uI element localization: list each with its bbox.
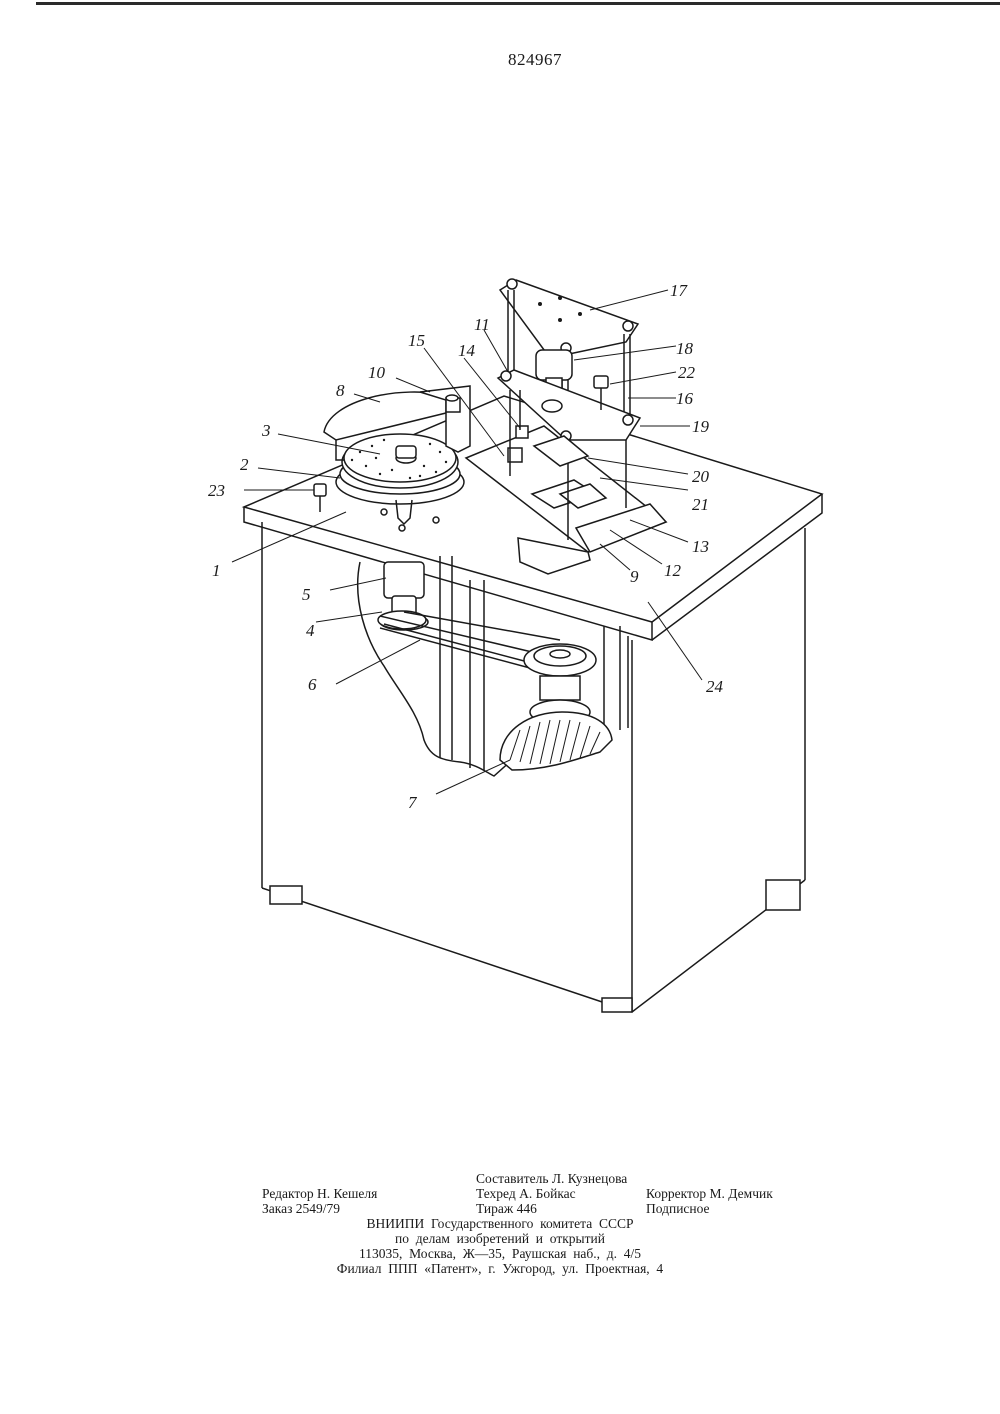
label-20: 20 xyxy=(692,467,710,486)
imprint-tech-editor: Техред А. Бойкас xyxy=(476,1187,576,1201)
label-12: 12 xyxy=(664,561,682,580)
label-21: 21 xyxy=(692,495,709,514)
label-4: 4 xyxy=(306,621,315,640)
imprint-org-line1: ВНИИПИ Государственного комитета СССР xyxy=(0,1217,1000,1231)
label-7: 7 xyxy=(408,793,418,812)
label-6: 6 xyxy=(308,675,317,694)
label-13: 13 xyxy=(692,537,709,556)
label-22: 22 xyxy=(678,363,696,382)
label-23: 23 xyxy=(208,481,225,500)
cabinet-foot-left xyxy=(270,886,302,904)
label-15: 15 xyxy=(408,331,425,350)
imprint-address: 113035, Москва, Ж—35, Раушская наб., д. … xyxy=(0,1247,1000,1261)
label-17: 17 xyxy=(670,281,689,300)
imprint-branch: Филиал ППП «Патент», г. Ужгород, ул. Про… xyxy=(0,1262,1000,1276)
cabinet-foot-front xyxy=(602,998,632,1012)
motor xyxy=(500,712,612,770)
imprint-corrector: Корректор М. Демчик xyxy=(646,1187,773,1201)
label-19: 19 xyxy=(692,417,710,436)
imprint-org-line2: по делам изобретений и открытий xyxy=(0,1232,1000,1246)
label-1: 1 xyxy=(212,561,221,580)
label-9: 9 xyxy=(630,567,639,586)
label-11: 11 xyxy=(474,315,490,334)
small-pulley xyxy=(378,611,426,629)
label-16: 16 xyxy=(676,389,694,408)
label-24: 24 xyxy=(706,677,724,696)
imprint-subscription: Подписное xyxy=(646,1202,710,1216)
cabinet-foot-right xyxy=(766,880,800,910)
label-2: 2 xyxy=(240,455,249,474)
label-10: 10 xyxy=(368,363,386,382)
imprint-compiler: Составитель Л. Кузнецова xyxy=(476,1172,627,1186)
label-18: 18 xyxy=(676,339,694,358)
label-14: 14 xyxy=(458,341,476,360)
imprint-circulation: Тираж 446 xyxy=(476,1202,537,1216)
label-5: 5 xyxy=(302,585,311,604)
label-8: 8 xyxy=(336,381,345,400)
imprint-order: Заказ 2549/79 xyxy=(262,1202,340,1216)
imprint-editor: Редактор Н. Кешеля xyxy=(262,1187,377,1201)
label-3: 3 xyxy=(261,421,271,440)
